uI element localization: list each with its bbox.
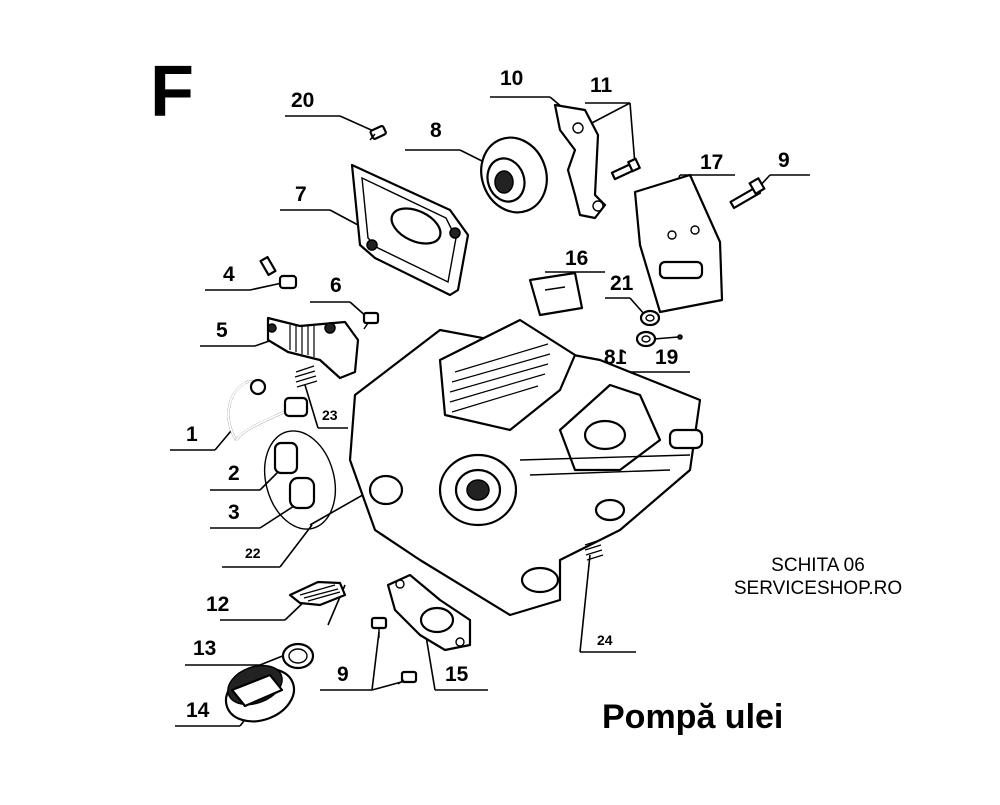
part-2-3-22-filter	[264, 430, 336, 530]
callout-16: 16	[565, 247, 589, 270]
callout-24: 24	[597, 632, 613, 648]
part-17-plate	[633, 173, 724, 314]
part-14-cap	[224, 664, 296, 723]
callout-19: 19	[655, 346, 679, 369]
part-21-washer	[639, 309, 661, 327]
part-5-oil-pump	[266, 316, 360, 380]
callout-1: 1	[186, 423, 198, 446]
callout-8: 8	[430, 119, 442, 142]
callout-3: 3	[228, 501, 240, 524]
part-16-gasket	[528, 271, 584, 317]
callout-14: 14	[186, 699, 210, 722]
callout-23: 23	[322, 407, 338, 423]
callout-9-lower: 9	[337, 663, 349, 686]
part-8-gear	[480, 136, 548, 214]
part-15-gasket	[386, 573, 472, 652]
part-9-bolt-top	[729, 177, 766, 210]
callout-7: 7	[295, 183, 307, 206]
callout-12: 12	[206, 593, 230, 616]
part-4-pin	[259, 255, 298, 290]
callout-21: 21	[610, 272, 634, 295]
part-6-screw	[362, 311, 380, 330]
callout-4: 4	[223, 263, 235, 286]
callout-17: 17	[700, 151, 724, 174]
callout-15: 15	[445, 663, 469, 686]
credit-sheet-number: SCHITA 06	[771, 555, 865, 576]
callout-20: 20	[291, 89, 315, 112]
callout-22: 22	[245, 545, 261, 561]
part-7-cover	[350, 163, 470, 297]
callout-11: 11	[590, 74, 613, 97]
callout-2: 2	[228, 462, 240, 485]
part-23-spring	[294, 365, 318, 388]
callout-10: 10	[500, 67, 524, 90]
callout-18: 18	[604, 346, 628, 369]
callout-13: 13	[193, 637, 217, 660]
diagram-title: Pompă ulei	[602, 698, 784, 736]
callout-6: 6	[330, 274, 342, 297]
part-24-mesh	[584, 539, 604, 561]
part-10-plate	[553, 103, 607, 220]
part-20-screw	[369, 124, 387, 141]
part-12-filter	[288, 580, 347, 607]
credit-site: SERVICESHOP.RO	[733, 578, 903, 599]
crankcase	[348, 318, 704, 617]
part-9-bolts-bottom	[370, 616, 418, 685]
part-11-bolt	[610, 157, 641, 181]
part-13-oring	[281, 642, 315, 670]
callout-9: 9	[778, 149, 790, 172]
part-1-oil-hose	[227, 378, 309, 441]
callout-5: 5	[216, 319, 228, 342]
section-letter: F	[150, 52, 194, 132]
